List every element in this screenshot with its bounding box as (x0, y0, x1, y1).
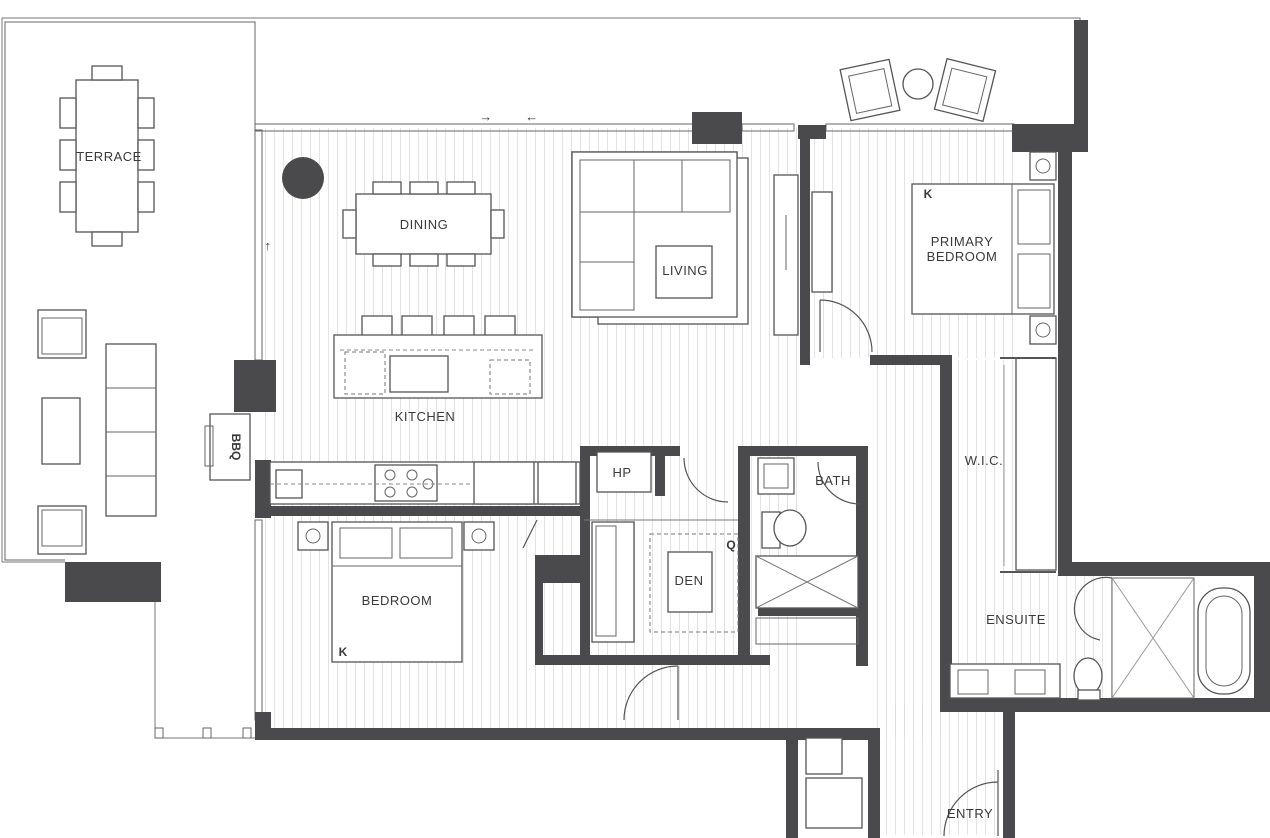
terrace-label: TERRACE (76, 149, 142, 164)
terrace-chairs-north (839, 57, 997, 123)
dining-table (282, 157, 505, 267)
dining-label: DINING (400, 217, 449, 232)
bath-fixtures (755, 457, 859, 645)
terrace-lounge (37, 309, 157, 555)
hp-label: HP (612, 465, 631, 480)
bath-label: BATH (815, 473, 851, 488)
slider-arrow-up: ↑ (265, 238, 272, 253)
room-labels: TERRACE DINING LIVING KITCHEN PRIMARY BE… (76, 109, 1046, 821)
bedroom-label: BEDROOM (362, 593, 433, 608)
den-sofa (584, 519, 739, 643)
slider-arrow-right: → (479, 109, 493, 124)
kitchen-island (333, 315, 543, 399)
kitchen-label: KITCHEN (395, 409, 456, 424)
living-label: LIVING (662, 263, 708, 278)
bedroom-bed-size: K (339, 645, 348, 659)
den-label: DEN (675, 573, 704, 588)
primary-bedroom-label-1: PRIMARY (931, 234, 994, 249)
tv-media-unit (773, 174, 833, 336)
primary-bedroom-bed (911, 151, 1057, 345)
ensuite-fixtures (949, 577, 1251, 701)
ensuite-label: ENSUITE (986, 612, 1046, 627)
wic-shelving (1000, 357, 1057, 573)
den-bed-size: Q (726, 538, 735, 552)
kitchen-counter (269, 461, 581, 505)
wic-label: W.I.C. (965, 453, 1003, 468)
walls (65, 20, 1270, 838)
primary-bed-size: K (924, 187, 933, 201)
bedroom-bed (297, 521, 495, 663)
door-swings (522, 299, 1113, 837)
slider-arrow-left: ← (525, 109, 539, 124)
hp-closet (596, 451, 652, 493)
bbq-grill (204, 413, 251, 481)
terrace-dining-table (59, 65, 155, 247)
entry-label: ENTRY (947, 806, 993, 821)
living-sectional-sofa (571, 151, 749, 325)
entry-closets (805, 737, 863, 829)
primary-bedroom-label-2: BEDROOM (927, 249, 998, 264)
bbq-label: BBQ (229, 434, 243, 461)
